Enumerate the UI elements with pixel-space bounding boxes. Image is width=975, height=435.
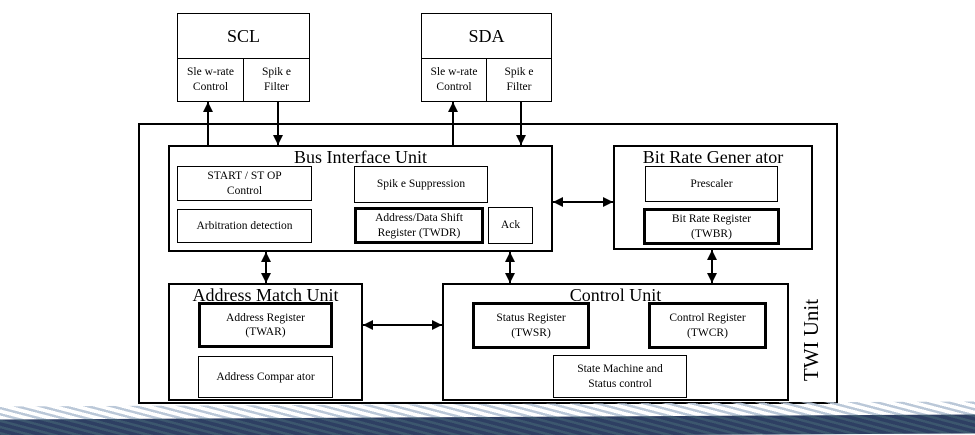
scl-spike-filter-box: Spik e Filter [261,66,292,93]
scl-pad-row: Sle w-rate Control Spik e Filter [178,59,309,101]
prescaler-box: Prescaler [645,166,778,202]
address-match-unit-title: Address Match Unit [192,285,339,305]
sda-spike-filter-box: Spik e Filter [504,66,534,93]
arrow-up-sda-icon [448,102,458,145]
address-comparator-box: Address Compar ator [198,356,333,398]
twcr-control-register-box: Control Register (TWCR) [648,302,767,349]
twbr-bit-rate-register-box: Bit Rate Register (TWBR) [643,208,780,245]
arrow-up-scl-icon [203,102,213,145]
arrow-brg-control-icon [707,250,717,283]
arrow-down-sda-spike-icon [516,102,526,145]
spike-suppression-box: Spik e Suppression [354,166,488,203]
start-stop-control-box: START / ST OP Control [177,166,312,201]
sda-title: SDA [422,14,551,59]
arrow-amu-control-icon [363,320,442,330]
arrow-biu-control-icon [505,252,515,283]
bit-rate-generator-title: Bit Rate Gener ator [642,147,784,167]
arrow-biu-brg-icon [553,197,613,207]
arbitration-detection-box: Arbitration detection [177,209,312,243]
bus-interface-unit-title: Bus Interface Unit [294,147,427,167]
scl-slew-rate-control-box: Sle w-rate Control [178,59,244,101]
control-unit-title: Control Unit [569,285,662,305]
sda-slew-rate-control-box: Sle w-rate Control [422,59,487,101]
scl-title: SCL [178,14,309,59]
state-machine-box: State Machine and Status control [553,355,687,398]
sda-pad-row: Sle w-rate Control Spik e Filter [422,59,551,101]
scl-pad-block: SCL Sle w-rate Control Spik e Filter [177,13,310,102]
twsr-status-register-box: Status Register (TWSR) [472,302,590,349]
decorative-ribbon [0,401,975,435]
sda-pad-block: SDA Sle w-rate Control Spik e Filter [421,13,552,102]
twi-unit-label: TWI Unit [799,298,823,382]
twdr-shift-register-box: Address/Data Shift Register (TWDR) [354,207,484,244]
arrow-down-scl-spike-icon [273,102,283,145]
ack-box: Ack [488,207,533,244]
twar-address-register-box: Address Register (TWAR) [198,302,333,348]
arrow-biu-amu-icon [261,252,271,283]
